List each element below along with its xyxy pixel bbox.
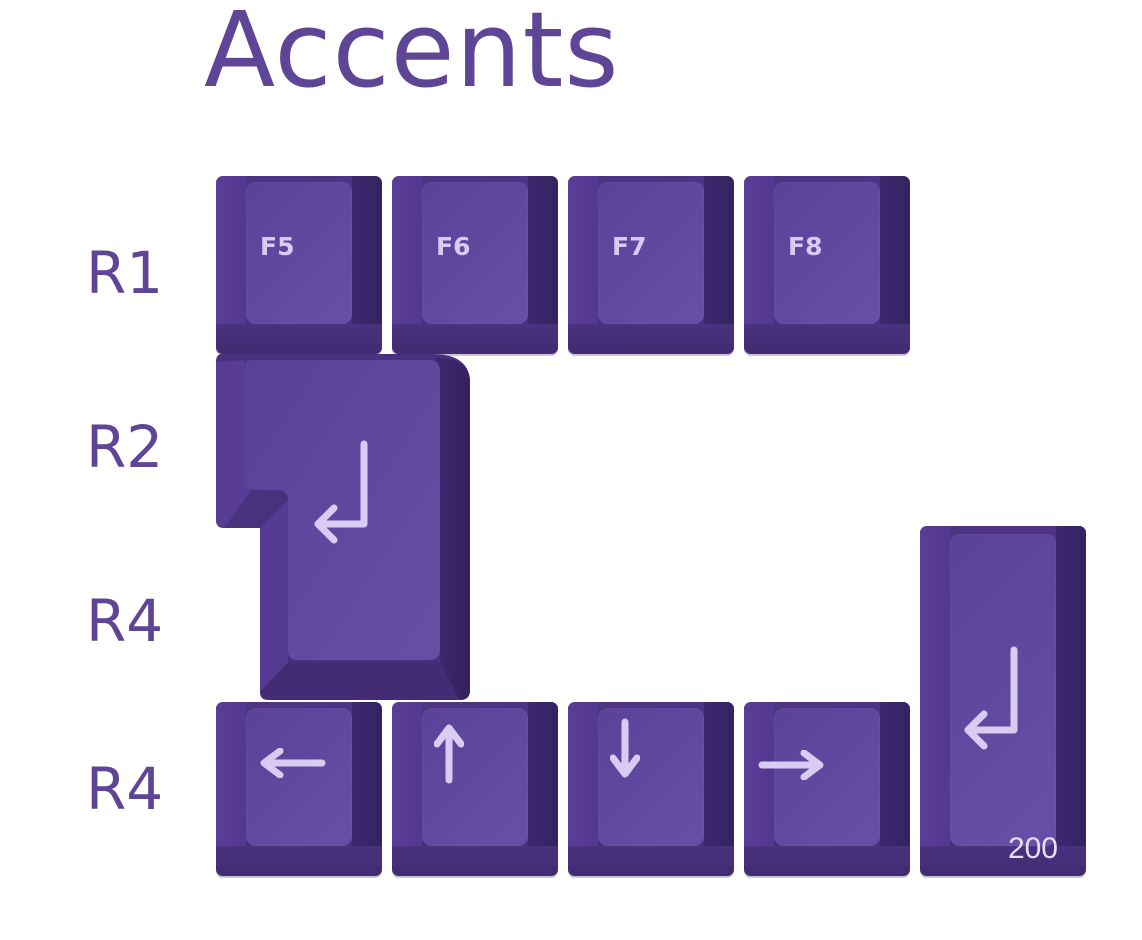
- page-title: Accents: [204, 0, 620, 111]
- keycap-f5: F5: [216, 176, 382, 354]
- keycap-left-arrow: [216, 702, 382, 876]
- down-arrow-icon: [610, 718, 640, 778]
- keycap-f6: F6: [392, 176, 558, 354]
- keycap-size-label: 200: [1007, 832, 1058, 865]
- return-arrow-icon: [314, 440, 368, 544]
- keycap-up-arrow: [392, 702, 558, 876]
- keycap-down-arrow: [568, 702, 734, 876]
- keycap-f8: F8: [744, 176, 910, 354]
- left-arrow-icon: [260, 748, 326, 778]
- keycap-right-arrow: [744, 702, 910, 876]
- keycap-legend: F7: [612, 232, 647, 261]
- up-arrow-icon: [434, 724, 464, 784]
- keycap-tall-enter: 200: [920, 526, 1086, 876]
- keycap-f7: F7: [568, 176, 734, 354]
- return-arrow-icon: [964, 646, 1018, 750]
- keycap-legend: F8: [788, 232, 823, 261]
- row-label-r4-bottom: R4: [86, 755, 164, 823]
- row-label-r2: R2: [86, 413, 164, 481]
- keycap-legend: F6: [436, 232, 471, 261]
- keycap-legend: F5: [260, 232, 295, 261]
- right-arrow-icon: [758, 750, 824, 780]
- row-label-r1: R1: [86, 239, 164, 307]
- row-label-r4-top: R4: [86, 587, 164, 655]
